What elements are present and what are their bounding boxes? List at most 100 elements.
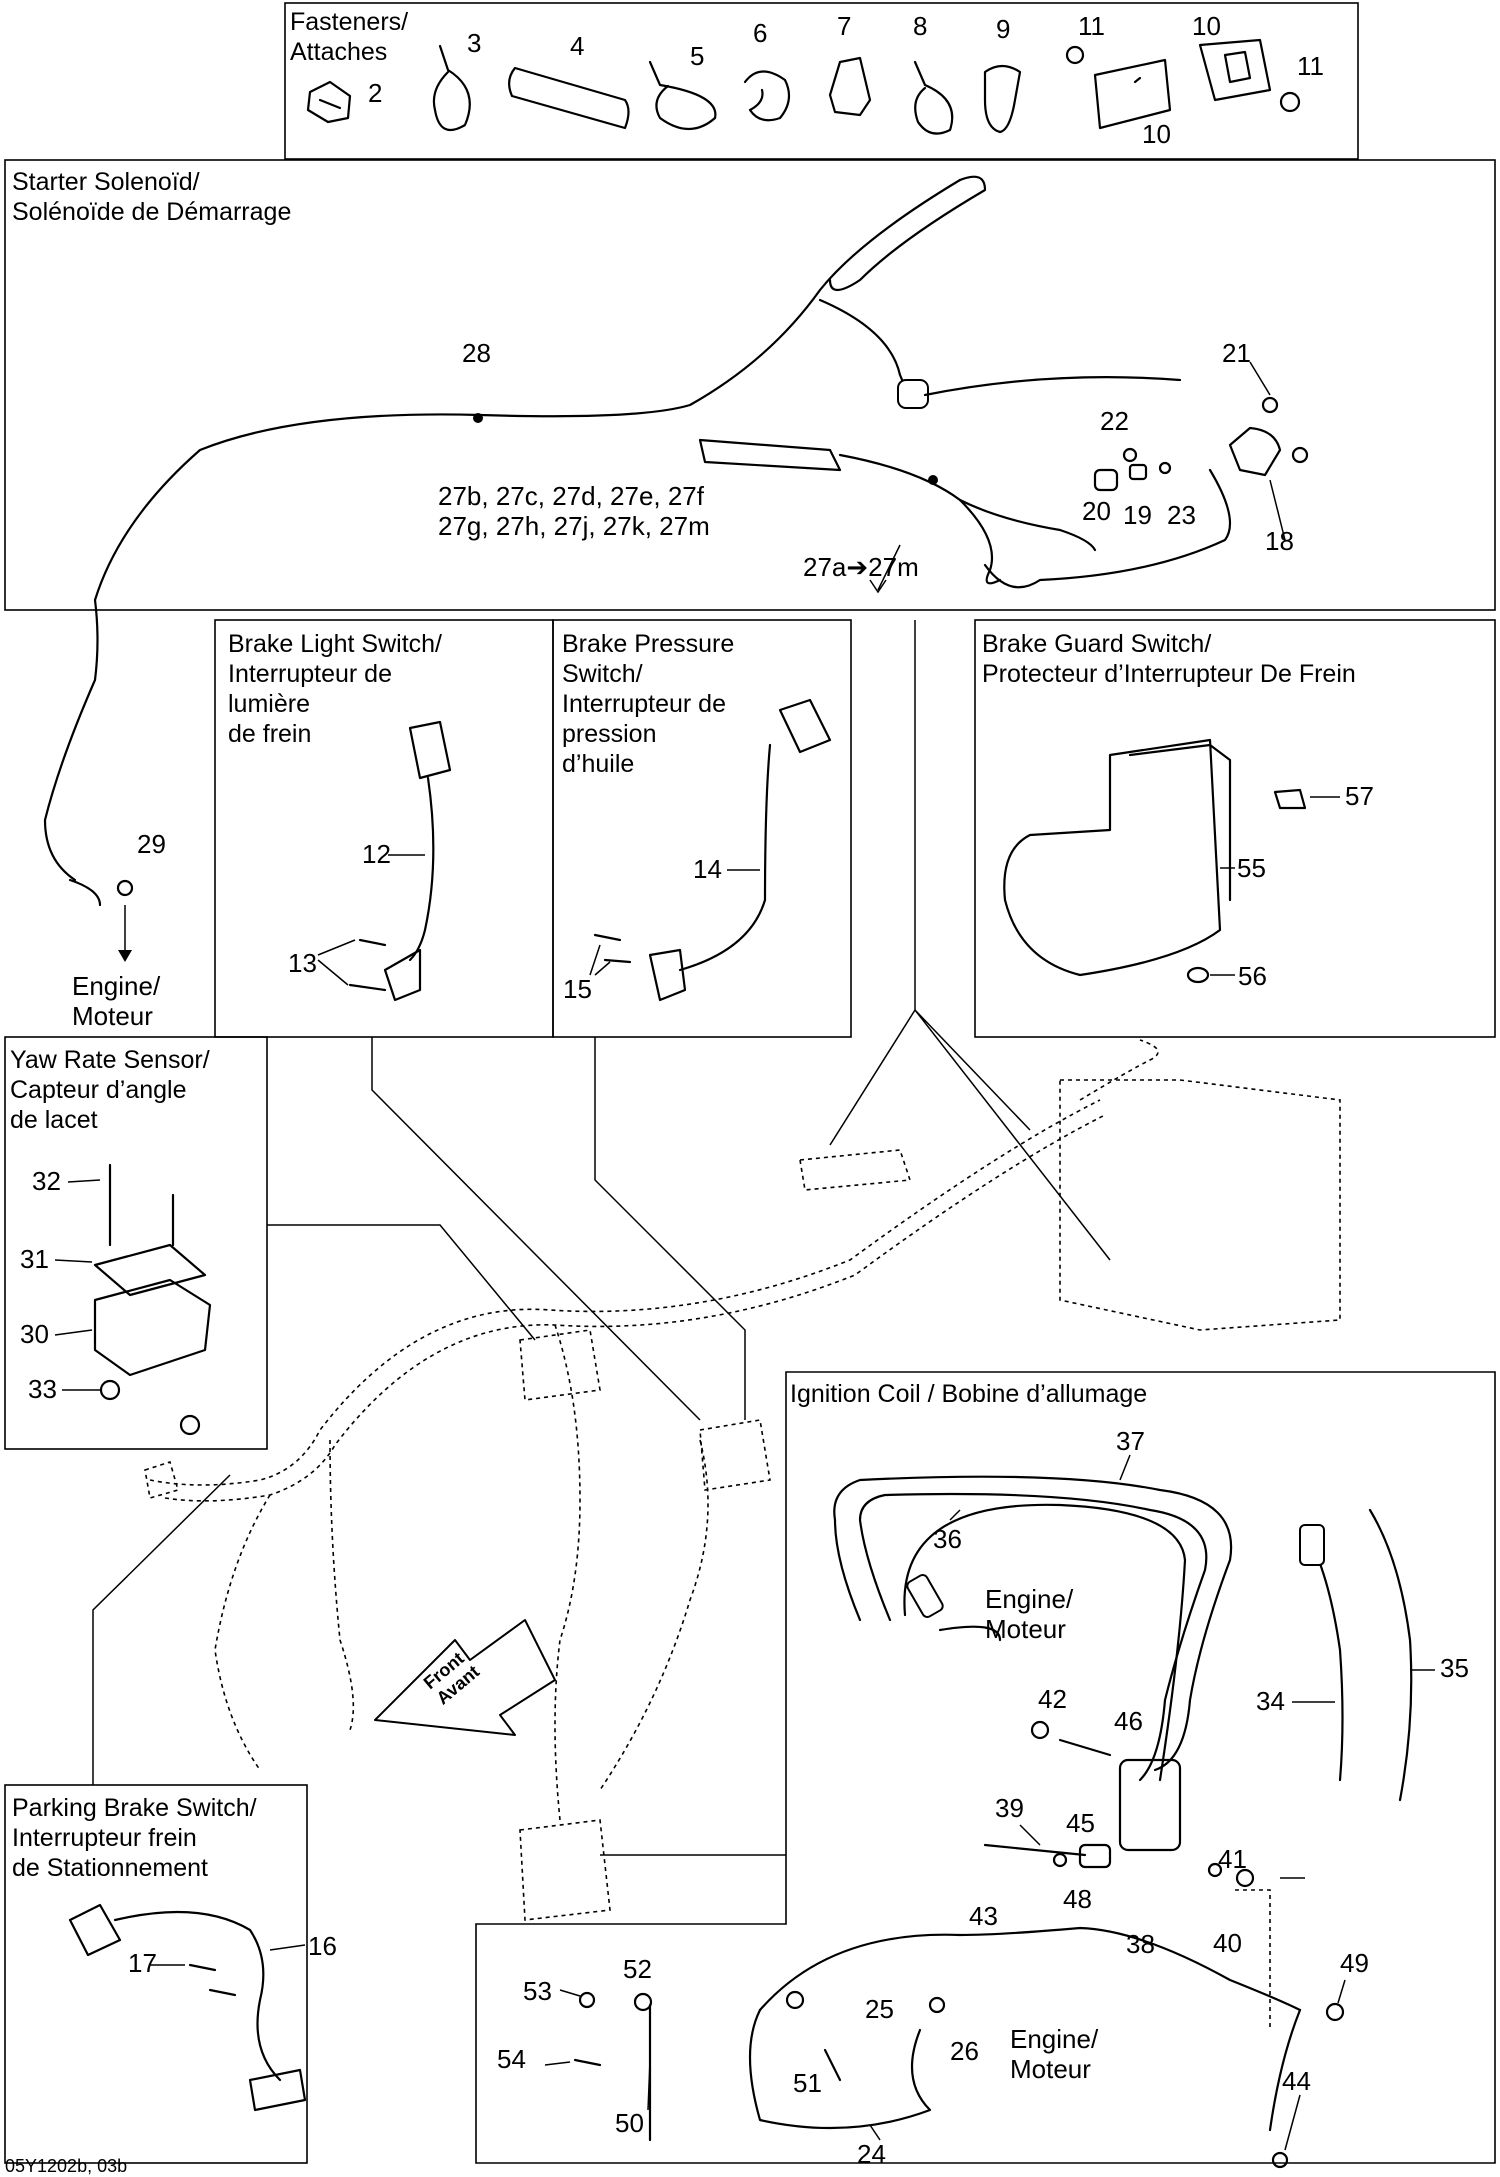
starter-solenoid-panel: [4, 159, 1496, 611]
lead-36: [858, 1492, 1208, 1782]
plate-part-10b: [1198, 38, 1272, 102]
callout-33: 33: [28, 1374, 57, 1404]
brake-light-title: Brake Light Switch/ Interrupteur de lumi…: [228, 630, 449, 748]
callout-20: 20: [1082, 496, 1111, 526]
sleeve-part-4: [508, 66, 630, 130]
terminal-52: [633, 1992, 653, 2012]
ground-cables: [573, 1926, 1345, 2169]
fasteners-title: Fasteners/ Attaches: [290, 8, 415, 66]
spacer-48: [1078, 1843, 1112, 1869]
nut-33b: [179, 1414, 201, 1436]
clamp-part-8: [913, 60, 954, 135]
connector-16: [68, 1903, 122, 1957]
engine-outline: [1059, 1079, 1341, 1331]
nut-29: [116, 879, 134, 897]
connector-cluster-b: [699, 1419, 771, 1491]
cable-44: [1268, 2008, 1302, 2132]
callout-30: 30: [20, 1319, 49, 1349]
ref-27-group: 27b, 27c, 27d, 27e, 27f 27g, 27h, 27j, 2…: [438, 481, 711, 541]
switch-16: [248, 2068, 307, 2112]
parking-title: Parking Brake Switch/ Interrupteur frein…: [12, 1794, 264, 1882]
brake-pressure-panel: [552, 619, 852, 1038]
nut-33: [99, 1379, 121, 1401]
fasteners-panel: [284, 2, 1359, 160]
engine-arrow-head: [118, 950, 132, 962]
nut-21b: [1291, 446, 1309, 464]
callout-22: 22: [1100, 406, 1129, 436]
cable-tie-part-5: [648, 60, 717, 130]
washer-26: [928, 1996, 946, 2014]
callout-16: 16: [308, 1931, 337, 1961]
callout-38: 38: [1126, 1929, 1155, 1959]
boot-34: [1299, 1524, 1325, 1566]
engine-label-ground: Engine/ Moteur: [1010, 2024, 1105, 2084]
ignition-coil-panel: [475, 1371, 1496, 2164]
ref-27-range: 27a➔27m: [803, 552, 919, 582]
callout-14: 14: [693, 854, 722, 884]
lead-35: [1368, 1508, 1413, 1802]
guide-starter-fan: [829, 1009, 1111, 1261]
callout-53: 53: [523, 1976, 552, 2006]
brake-light-parts: [348, 720, 452, 1002]
leader-49: [1337, 1979, 1346, 2004]
guide-lines: [92, 620, 1111, 1856]
callout-41: 41: [1218, 1844, 1247, 1874]
leader-21: [1249, 361, 1271, 396]
main-harness: [144, 1039, 1341, 1921]
callout-3: 3: [467, 28, 481, 58]
callout-45: 45: [1066, 1808, 1095, 1838]
washer-56: [1186, 966, 1210, 984]
callout-34: 34: [1256, 1686, 1285, 1716]
nut-44: [1271, 2151, 1289, 2169]
callout-6: 6: [753, 18, 767, 48]
harness-27-lead: [838, 453, 1097, 552]
fuse-block: [519, 1819, 611, 1921]
terminal-end: [897, 379, 929, 409]
callout-24: 24: [857, 2139, 886, 2169]
callout-46: 46: [1114, 1706, 1143, 1736]
callout-54: 54: [497, 2044, 526, 2074]
callout-44: 44: [1282, 2066, 1311, 2096]
callout-51: 51: [793, 2068, 822, 2098]
yaw-sensor-panel: [4, 1036, 268, 1450]
brake-guard-panel: [974, 619, 1496, 1038]
callout-8: 8: [913, 11, 927, 41]
ignition-parts: [833, 1475, 1413, 2030]
washer-22: [1122, 447, 1138, 463]
bolt-39: [983, 1843, 1087, 1857]
callout-2: 2: [368, 78, 382, 108]
leader-16: [269, 1944, 306, 1951]
cap-20: [1093, 468, 1119, 492]
callout-7: 7: [837, 11, 851, 41]
leader-54: [544, 2061, 571, 2066]
leader-39: [1019, 1824, 1041, 1846]
callout-49: 49: [1340, 1948, 1369, 1978]
washer-45: [1052, 1852, 1068, 1868]
bolt-46: [1058, 1738, 1112, 1757]
callout-25: 25: [865, 1994, 894, 2024]
ground-trace: [1235, 1889, 1271, 2030]
callout-31: 31: [20, 1244, 49, 1274]
leader-lines: [54, 361, 1435, 2151]
boot-36: [906, 1574, 944, 1618]
fasteners-parts: [306, 38, 1301, 135]
cable-28-tip: [68, 878, 102, 907]
leader-15: [589, 944, 611, 976]
coil-38: [1118, 1758, 1182, 1852]
callout-29: 29: [137, 829, 166, 859]
guide-yaw: [267, 1224, 536, 1341]
callouts: 2 3 4 5 6 7 8 9 11 10 10 11 28 21 22 20 …: [20, 11, 1469, 2169]
harness-27-branch: [958, 498, 1002, 585]
cable-28: [43, 178, 962, 882]
callout-42: 42: [1038, 1684, 1067, 1714]
bolt-51: [823, 2048, 842, 2082]
solenoid-18: [1228, 426, 1282, 477]
harness-right-end: [1079, 1039, 1159, 1101]
left-connector: [144, 1460, 179, 1500]
callout-35: 35: [1440, 1653, 1469, 1683]
callout-17: 17: [128, 1948, 157, 1978]
terminal-25: [785, 1990, 805, 2010]
wire-14: [678, 743, 772, 972]
callout-28: 28: [462, 338, 491, 368]
callout-26: 26: [950, 2036, 979, 2066]
